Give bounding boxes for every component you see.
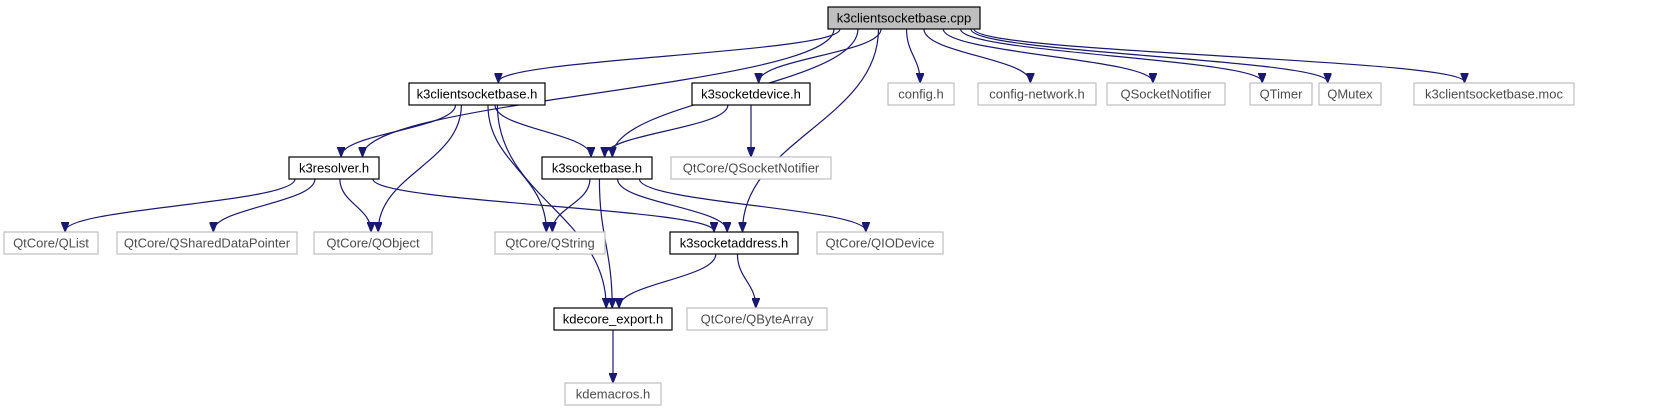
node-qtcore_qobject: QtCore/QObject — [313, 231, 433, 255]
node-k3socketdevice_h[interactable]: k3socketdevice.h — [691, 82, 811, 106]
edge-k3socketaddress_h-to-qtcore_qbytearray — [736, 253, 755, 307]
node-box — [887, 82, 955, 106]
node-qtcore_qbytearray: QtCore/QByteArray — [686, 307, 828, 331]
edge-k3clientsocketbase_cpp-to-k3clientsocketbase_moc — [973, 28, 1465, 82]
edge-k3clientsocketbase_h-to-qtcore_qobject — [378, 104, 462, 231]
node-box — [977, 82, 1097, 106]
edge-k3clientsocketbase_cpp-to-k3socketdevice_h — [759, 28, 882, 82]
node-qsocketnotifier: QSocketNotifier — [1106, 82, 1226, 106]
edge-k3clientsocketbase_cpp-to-k3clientsocketbase_h — [498, 28, 841, 82]
node-label: config-network.h — [989, 87, 1084, 102]
node-label: QtCore/QList — [13, 236, 89, 251]
node-k3clientsocketbase_h[interactable]: k3clientsocketbase.h — [408, 82, 546, 106]
node-label: QtCore/QObject — [326, 236, 420, 251]
edge-k3clientsocketbase_cpp-to-config_h — [905, 28, 921, 82]
edge-k3clientsocketbase_cpp-to-config_network_h — [923, 28, 1030, 82]
node-box — [691, 82, 811, 106]
node-config_h: config.h — [887, 82, 955, 106]
edge-k3socketaddress_h-to-kdecore_export_h — [619, 253, 717, 307]
node-label: QTimer — [1260, 87, 1304, 102]
node-k3socketbase_h[interactable]: k3socketbase.h — [541, 156, 653, 180]
edge-k3clientsocketbase_cpp-to-qtimer — [959, 28, 1263, 82]
node-box — [816, 231, 944, 255]
node-box — [827, 6, 981, 30]
node-box — [408, 82, 546, 106]
edge-k3resolver_h-to-k3socketaddress_h — [372, 178, 714, 231]
node-box — [288, 156, 380, 180]
node-box — [553, 307, 673, 331]
node-qtcore_qshareddatapointer: QtCore/QSharedDataPointer — [116, 231, 298, 255]
node-box — [494, 231, 606, 255]
edge-k3resolver_h-to-qtcore_qlist — [65, 178, 296, 231]
node-box — [3, 231, 99, 255]
node-k3resolver_h[interactable]: k3resolver.h — [288, 156, 380, 180]
edge-k3resolver_h-to-qtcore_qshareddatapointer — [213, 178, 316, 231]
edge-k3socketdevice_h-to-k3socketbase_h — [605, 104, 729, 156]
node-box — [564, 382, 662, 406]
node-qtcore_qsocketnotifier: QtCore/QSocketNotifier — [670, 156, 832, 180]
node-qmutex: QMutex — [1318, 82, 1382, 106]
node-label: k3clientsocketbase.moc — [1425, 87, 1564, 102]
node-box — [670, 156, 832, 180]
node-box — [1318, 82, 1382, 106]
edge-k3resolver_h-to-qtcore_qobject — [339, 178, 371, 231]
node-qtcore_qstring: QtCore/QString — [494, 231, 606, 255]
node-box — [116, 231, 298, 255]
node-box — [669, 231, 799, 255]
node-label: QtCore/QString — [505, 236, 595, 251]
node-qtimer: QTimer — [1249, 82, 1313, 106]
node-label: QtCore/QIODevice — [825, 236, 934, 251]
edge-k3socketbase_h-to-qtcore_qstring — [552, 178, 591, 231]
node-label: config.h — [898, 87, 944, 102]
node-label: k3clientsocketbase.cpp — [837, 11, 971, 26]
nodes-layer: k3clientsocketbase.cpp k3clientsocketbase… — [3, 6, 1575, 406]
node-label: QtCore/QSocketNotifier — [683, 161, 820, 176]
node-box — [1106, 82, 1226, 106]
node-box — [686, 307, 828, 331]
node-box — [1413, 82, 1575, 106]
edge-k3clientsocketbase_cpp-to-qmutex — [970, 28, 1328, 82]
edge-k3socketbase_h-to-qtcore_qiodevice — [638, 178, 865, 231]
node-label: k3clientsocketbase.h — [417, 87, 538, 102]
node-label: QtCore/QByteArray — [701, 312, 814, 327]
node-label: k3resolver.h — [299, 161, 369, 176]
node-label: kdemacros.h — [576, 387, 650, 402]
node-qtcore_qlist: QtCore/QList — [3, 231, 99, 255]
node-label: k3socketdevice.h — [701, 87, 801, 102]
node-label: QtCore/QSharedDataPointer — [124, 236, 291, 251]
node-qtcore_qiodevice: QtCore/QIODevice — [816, 231, 944, 255]
node-kdemacros_h: kdemacros.h — [564, 382, 662, 406]
node-box — [541, 156, 653, 180]
node-k3clientsocketbase_cpp[interactable]: k3clientsocketbase.cpp — [827, 6, 981, 30]
edge-k3socketbase_h-to-kdecore_export_h — [598, 178, 612, 307]
node-label: QSocketNotifier — [1120, 87, 1212, 102]
edge-k3clientsocketbase_cpp-to-k3resolver_h — [363, 28, 835, 156]
node-label: k3socketbase.h — [552, 161, 642, 176]
node-k3clientsocketbase_moc: k3clientsocketbase.moc — [1413, 82, 1575, 106]
edges-layer — [65, 28, 1465, 382]
edge-k3clientsocketbase_h-to-k3socketbase_h — [494, 104, 591, 156]
node-label: QMutex — [1327, 87, 1373, 102]
node-box — [1249, 82, 1313, 106]
edge-k3clientsocketbase_h-to-qtcore_qstring — [487, 104, 546, 231]
node-label: kdecore_export.h — [563, 312, 663, 327]
node-k3socketaddress_h[interactable]: k3socketaddress.h — [669, 231, 799, 255]
node-label: k3socketaddress.h — [680, 236, 788, 251]
node-kdecore_export_h[interactable]: kdecore_export.h — [553, 307, 673, 331]
edge-k3clientsocketbase_cpp-to-qsocketnotifier — [942, 28, 1153, 82]
node-box — [313, 231, 433, 255]
node-config_network_h: config-network.h — [977, 82, 1097, 106]
edge-k3clientsocketbase_cpp-to-k3socketaddress_h — [743, 28, 880, 231]
edge-k3clientsocketbase_h-to-k3resolver_h — [341, 104, 457, 156]
edge-k3socketbase_h-to-k3socketaddress_h — [616, 178, 728, 231]
